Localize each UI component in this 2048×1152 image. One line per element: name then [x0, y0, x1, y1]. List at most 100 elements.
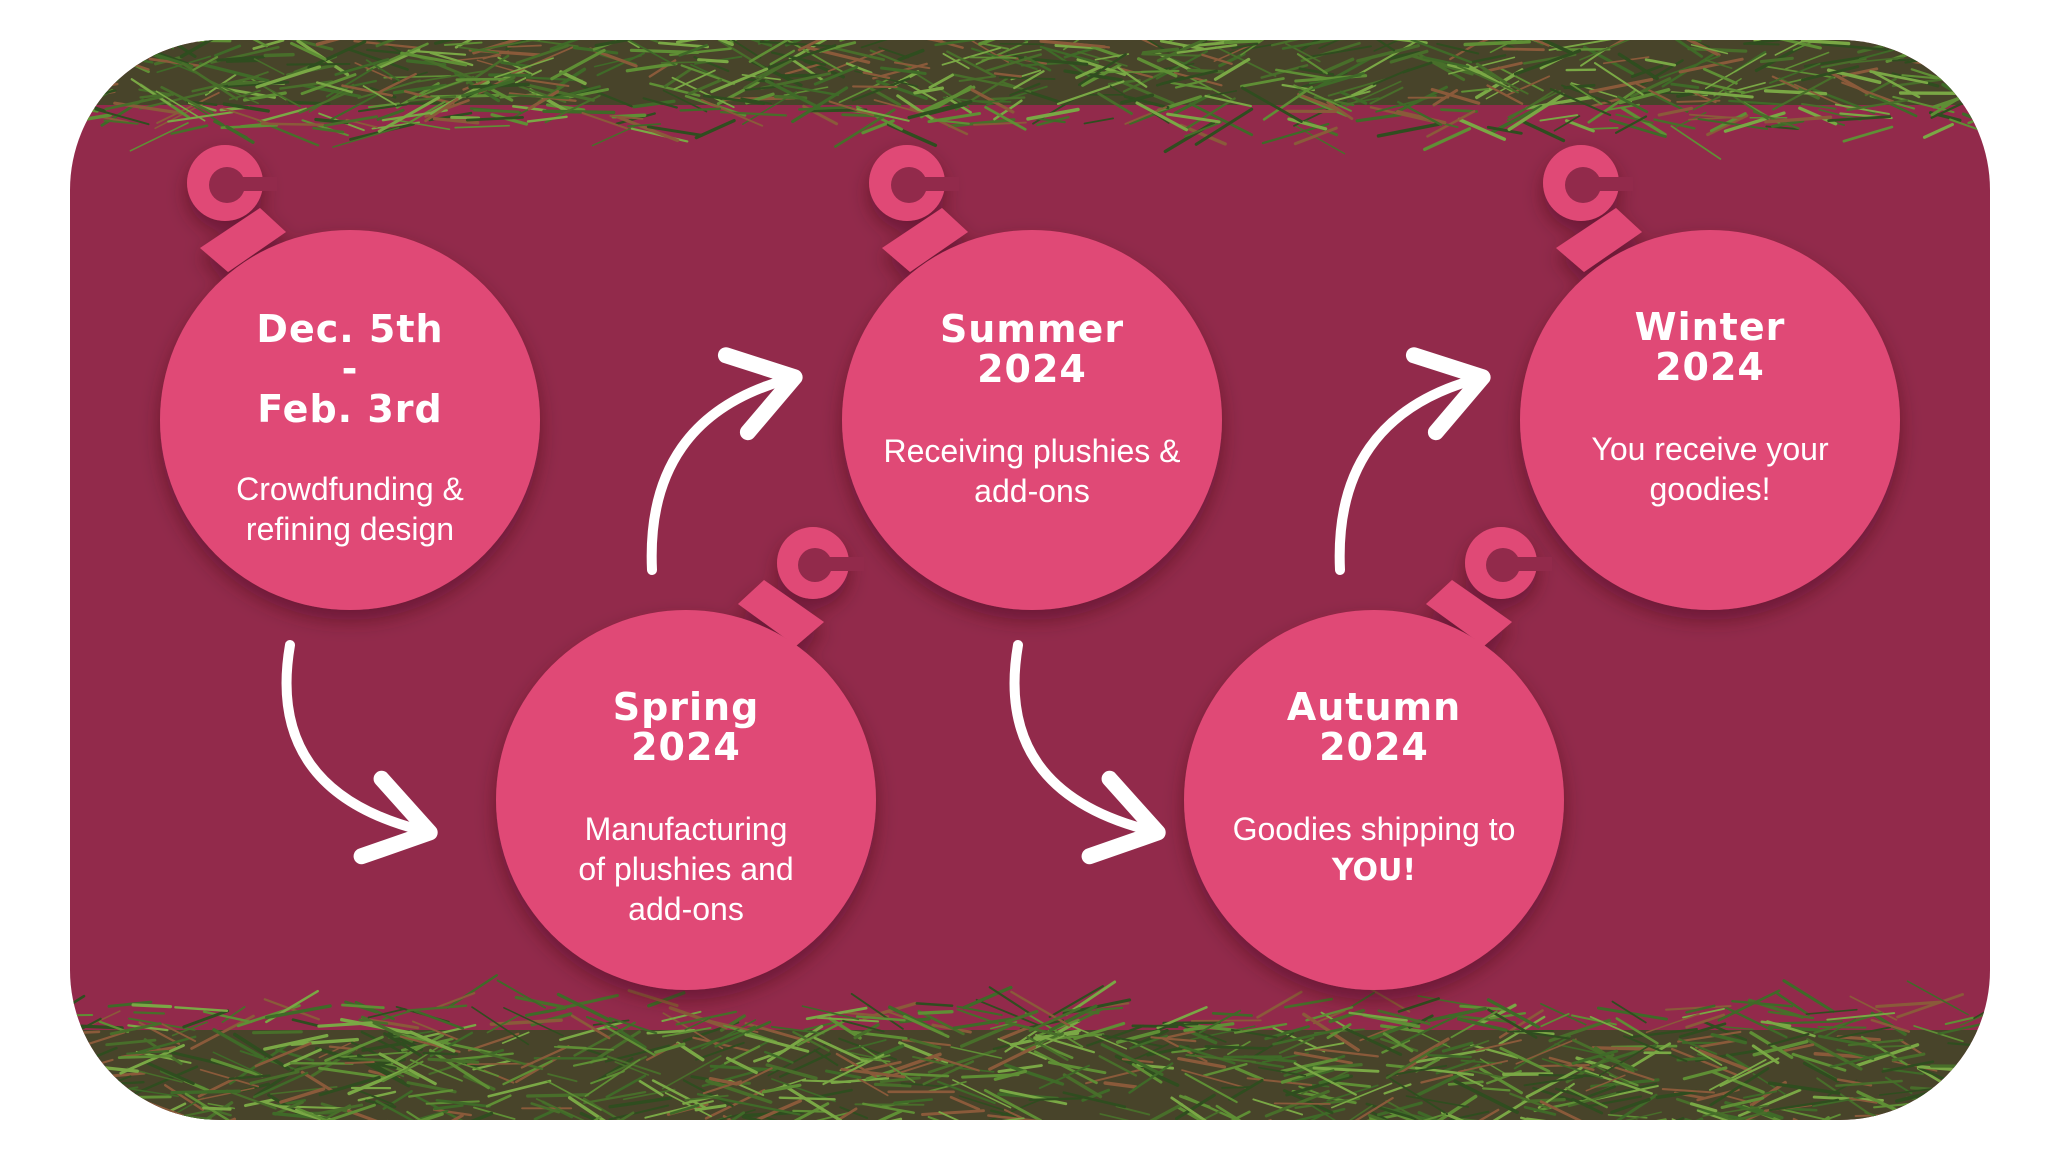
pine-needle	[1240, 77, 1285, 88]
pine-needle	[1140, 69, 1180, 73]
pine-needle	[219, 21, 281, 36]
pine-needle	[909, 1038, 942, 1050]
pine-needle	[1489, 1011, 1527, 1020]
pine-needle	[357, 79, 421, 99]
pine-needle	[1252, 1133, 1312, 1152]
pine-needle	[1397, 997, 1440, 1013]
pine-needle	[828, 1016, 862, 1040]
pine-needle	[860, 40, 914, 49]
pine-needle	[864, 1060, 902, 1072]
pine-needle	[1135, 101, 1189, 132]
pine-needle	[1945, 51, 1987, 67]
pine-needle	[1293, 1051, 1353, 1065]
pine-needle	[664, 1092, 712, 1118]
pine-needle	[1542, 40, 1573, 55]
pine-needle	[1944, 1016, 1975, 1026]
pine-needle	[1440, 108, 1478, 113]
pine-needle	[520, 1045, 570, 1069]
pine-needle	[1874, 1130, 1920, 1141]
pine-needle	[1836, 1035, 1881, 1042]
pine-needle	[383, 27, 413, 32]
pine-needle	[660, 61, 707, 64]
pine-needle	[1820, 1136, 1853, 1143]
pine-needle	[862, 71, 891, 80]
pine-needle	[1936, 40, 1971, 57]
pine-needle	[715, 1109, 756, 1120]
pine-needle	[247, 1134, 285, 1139]
pine-needle	[1275, 20, 1305, 27]
pine-needle	[1617, 95, 1649, 114]
pine-needle	[1485, 80, 1520, 100]
pine-needle	[73, 9, 99, 16]
pine-needle	[1024, 40, 1079, 42]
pine-needle	[465, 116, 524, 122]
pine-needle	[1849, 995, 1898, 1021]
pine-needle	[210, 1058, 264, 1078]
pine-needle	[1174, 79, 1208, 89]
pine-needle	[1385, 20, 1437, 36]
pine-needle	[647, 991, 686, 1008]
pine-needle	[769, 1132, 812, 1136]
pine-needle	[700, 1019, 757, 1050]
pine-needle	[958, 75, 997, 82]
pine-needle	[253, 58, 285, 75]
pine-needle	[616, 115, 680, 143]
curved-arrow-down-right-icon	[281, 640, 438, 865]
pine-needle	[845, 62, 873, 75]
pine-needle	[1166, 112, 1221, 124]
pine-needle	[547, 1073, 578, 1083]
pine-needle	[1251, 1032, 1295, 1059]
pine-needle	[1971, 1033, 1990, 1052]
pine-needle	[1461, 88, 1490, 93]
pine-needle	[494, 57, 554, 79]
pine-needle	[401, 1141, 433, 1146]
pine-needle	[842, 1019, 885, 1033]
pine-needle	[557, 1045, 587, 1050]
pine-needle	[1725, 1053, 1752, 1071]
pine-needle	[1054, 1124, 1085, 1130]
pine-needle	[1771, 75, 1799, 90]
pine-needle	[1923, 58, 1956, 62]
pine-needle	[138, 40, 197, 59]
pine-needle	[70, 1064, 104, 1074]
pine-needle	[1525, 1117, 1570, 1120]
pine-needle	[1540, 1002, 1587, 1026]
pine-needle	[536, 9, 570, 29]
pine-needle	[1905, 1117, 1941, 1120]
pine-needle	[1218, 52, 1246, 68]
pine-needle	[107, 1000, 153, 1008]
pine-needle	[824, 0, 872, 16]
pine-needle	[1256, 990, 1303, 1019]
pine-needle	[1887, 1128, 1918, 1135]
pine-needle	[1784, 1107, 1818, 1112]
pine-needle	[252, 40, 285, 50]
pine-needle	[715, 1139, 773, 1152]
pine-needle	[678, 1134, 726, 1152]
pine-needle	[1327, 78, 1386, 97]
pine-needle	[1159, 1036, 1208, 1063]
pine-needle	[928, 73, 954, 89]
pine-needle	[999, 42, 1045, 46]
pine-needle	[767, 44, 837, 69]
pine-needle	[1095, 1006, 1124, 1011]
pine-needle	[1168, 23, 1203, 37]
pine-needle	[1760, 1020, 1792, 1028]
pine-needle	[1778, 1020, 1843, 1025]
pine-needle	[354, 62, 393, 80]
pine-needle	[1728, 99, 1785, 106]
pine-needle	[287, 1123, 333, 1147]
pine-needle	[261, 84, 301, 108]
pine-needle	[1471, 40, 1517, 42]
pine-needle	[1198, 1009, 1242, 1034]
pine-needle	[1590, 1078, 1660, 1089]
pine-needle	[163, 1083, 205, 1112]
pine-needle	[557, 1126, 617, 1128]
pine-needle	[1871, 70, 1921, 99]
pine-needle	[70, 103, 74, 115]
pine-needle	[858, 1109, 903, 1120]
pine-needle	[744, 0, 789, 18]
pine-needle	[1457, 117, 1507, 141]
pine-needle	[1094, 40, 1148, 42]
pine-needle	[313, 1103, 364, 1116]
pine-needle	[1904, 52, 1973, 64]
